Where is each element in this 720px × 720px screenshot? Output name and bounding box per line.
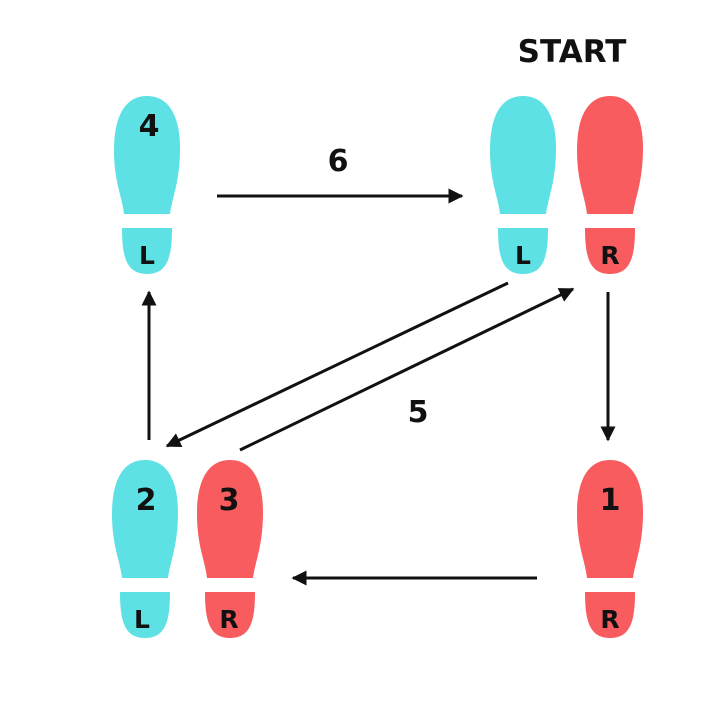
start-title: START bbox=[518, 34, 627, 70]
step-number-label: 3 bbox=[219, 483, 240, 518]
arrow-step-3-to-start bbox=[239, 287, 575, 452]
footprint-step-4: 4 L bbox=[114, 96, 180, 274]
side-letter-label: L bbox=[134, 605, 150, 634]
footprint-sole bbox=[490, 96, 556, 214]
side-letter-label: L bbox=[139, 241, 155, 270]
step-number-label: 4 bbox=[139, 109, 160, 144]
side-letter-label: R bbox=[219, 605, 238, 634]
footprint-sole bbox=[577, 96, 643, 214]
arrow-start-to-step-2 bbox=[165, 281, 509, 448]
footprint-start-right: R bbox=[577, 96, 643, 274]
arrow-label-6: 6 bbox=[328, 144, 349, 179]
step-number-label: 1 bbox=[600, 483, 621, 518]
step-number-label: 2 bbox=[136, 483, 157, 518]
footprint-sole bbox=[112, 460, 178, 578]
footprint-start-left: L bbox=[490, 96, 556, 274]
footprint-step-2: 2 L bbox=[112, 460, 178, 638]
footprint-step-1: 1 R bbox=[577, 460, 643, 638]
footprint-sole bbox=[197, 460, 263, 578]
side-letter-label: R bbox=[600, 241, 619, 270]
footprint-step-3: 3 R bbox=[197, 460, 263, 638]
side-letter-label: L bbox=[515, 241, 531, 270]
arrow-label-5: 5 bbox=[408, 395, 429, 430]
side-letter-label: R bbox=[600, 605, 619, 634]
footprint-sole bbox=[577, 460, 643, 578]
